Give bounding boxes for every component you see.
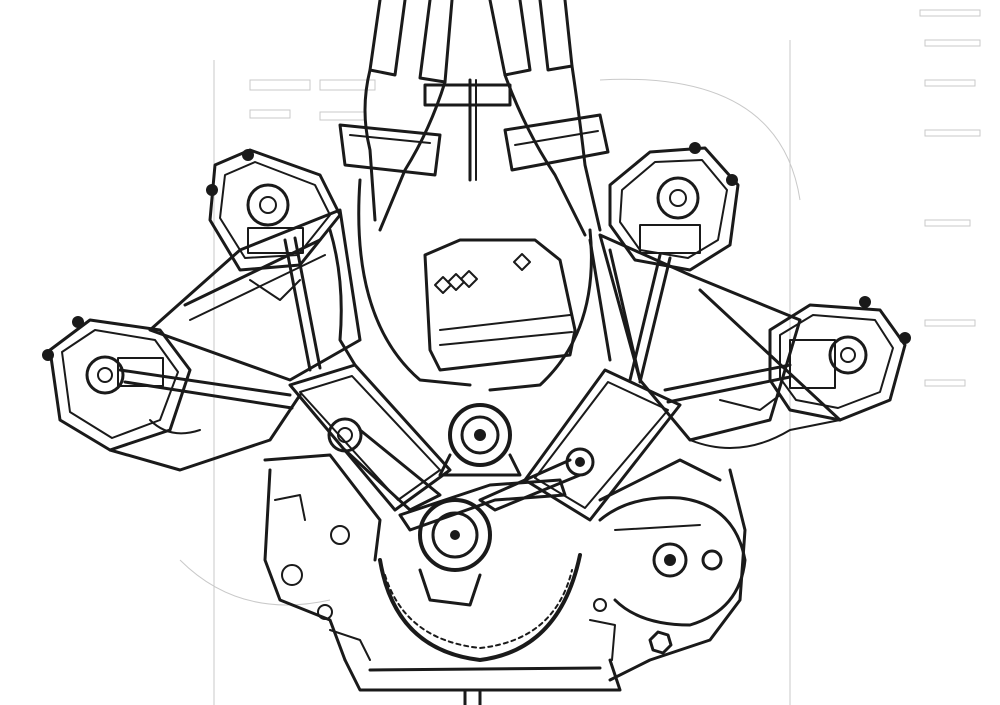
cylinder-head-icon xyxy=(48,318,192,452)
central-bearing xyxy=(438,403,522,477)
left-lower-cylinder-head xyxy=(42,316,294,452)
right-lower-cylinder-head xyxy=(663,296,911,422)
cylinder-head-icon xyxy=(768,303,907,422)
pistons xyxy=(288,363,682,522)
cylinder-head-icon xyxy=(608,146,740,272)
connecting-rod-icon xyxy=(343,428,442,512)
camshaft-icon xyxy=(828,335,868,375)
bleed-through-marks xyxy=(179,9,981,705)
camshaft-icon xyxy=(85,355,125,395)
right-upper-cylinder-head xyxy=(608,142,740,384)
crankshaft-icon xyxy=(378,498,582,662)
connecting-rods xyxy=(343,428,582,532)
distributor-icon xyxy=(434,253,531,294)
valley-cover xyxy=(357,178,593,392)
right-bank-block xyxy=(588,233,842,449)
camshaft-icon xyxy=(246,183,290,227)
oil-pump-icon xyxy=(598,496,747,655)
lower-block xyxy=(263,453,747,705)
crankshaft xyxy=(378,498,582,662)
left-bank-block xyxy=(108,208,362,472)
left-upper-cylinder-head xyxy=(206,148,342,372)
intake-runners xyxy=(338,0,610,237)
oil-pump xyxy=(598,496,747,655)
intake-runner-icon xyxy=(488,0,610,237)
camshaft-icon xyxy=(656,176,700,220)
connecting-rod-icon xyxy=(398,458,582,532)
intake-runner-icon xyxy=(338,0,454,232)
